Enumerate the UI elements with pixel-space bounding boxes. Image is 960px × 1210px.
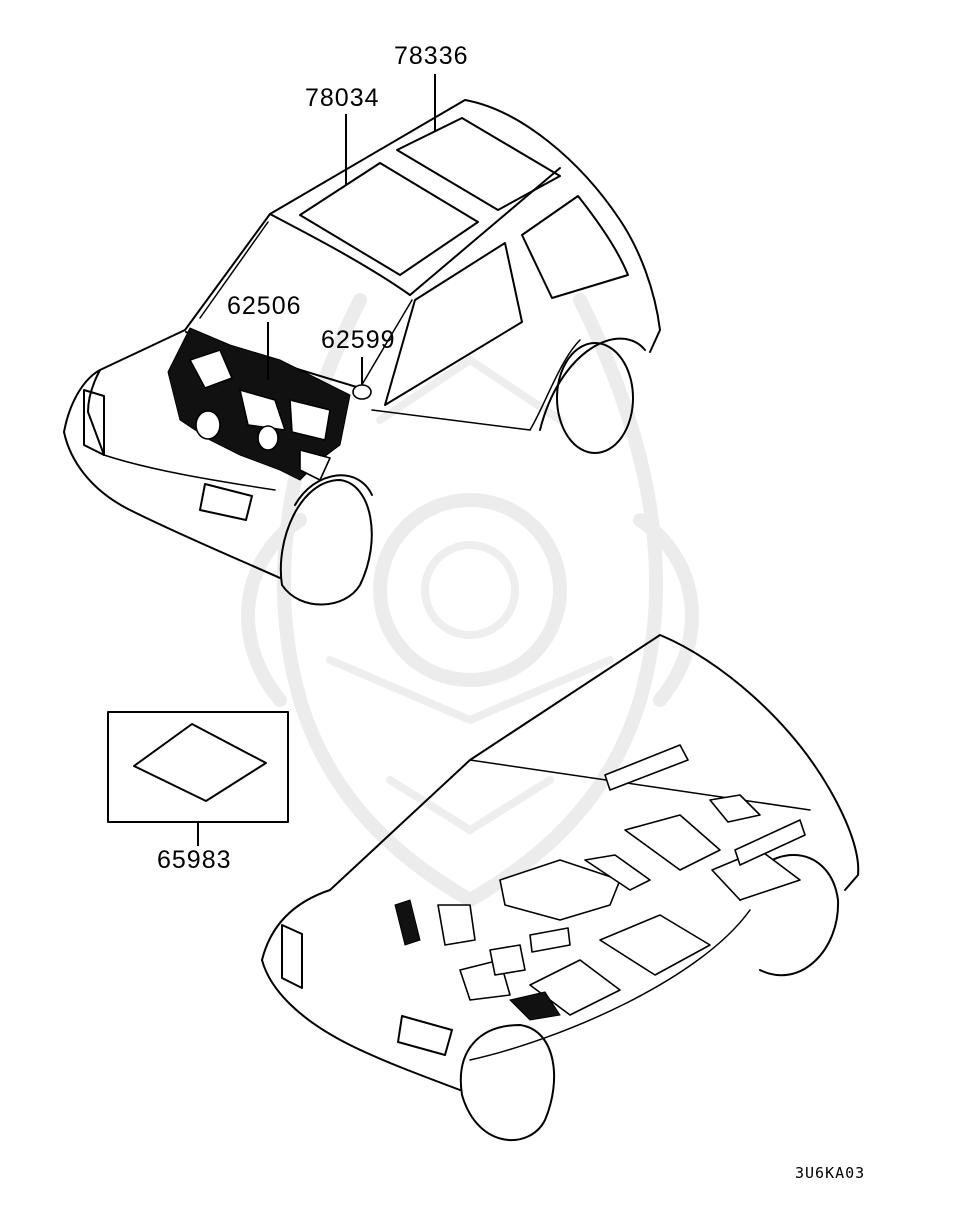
part-label-78336: 78336 — [394, 42, 469, 70]
sheet-inset-box — [107, 711, 289, 823]
lower-vehicle — [261, 634, 860, 1142]
dash-insulator-62506 — [167, 327, 351, 481]
part-label-62599: 62599 — [321, 326, 396, 354]
part-label-62506: 62506 — [227, 292, 302, 320]
part-label-65983: 65983 — [157, 846, 232, 874]
watermark-emblem — [240, 293, 700, 907]
grommet-62599 — [352, 384, 372, 400]
floor-insulators — [394, 744, 806, 1021]
drawing-code: 3U6KA03 — [795, 1164, 866, 1182]
part-label-78034: 78034 — [305, 84, 380, 112]
callout-lines — [197, 74, 436, 846]
